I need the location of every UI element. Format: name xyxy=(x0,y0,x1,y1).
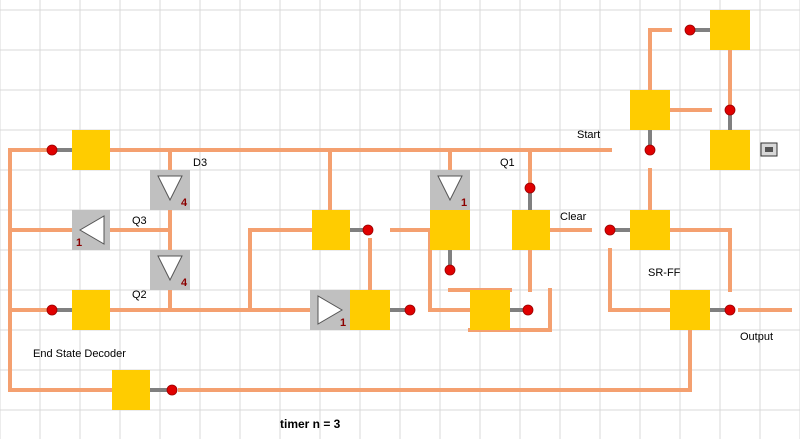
delay-d3[interactable]: 4 xyxy=(150,170,190,210)
output-label: Output xyxy=(740,331,773,343)
d3-label: D3 xyxy=(193,157,207,169)
triangle-left-icon xyxy=(79,215,105,245)
output-port[interactable] xyxy=(404,304,416,316)
diagram-title: timer n = 3 xyxy=(280,417,341,431)
gates xyxy=(72,10,750,410)
triangle-down-icon xyxy=(157,175,183,202)
delay-count: 1 xyxy=(461,197,467,209)
delay-count: 1 xyxy=(340,317,346,329)
delay-q3[interactable]: 1 xyxy=(72,210,110,250)
gate-block[interactable] xyxy=(710,10,750,50)
output-port[interactable] xyxy=(522,304,534,316)
end-state-decoder-block[interactable] xyxy=(112,370,150,410)
end-state-decoder-label: End State Decoder xyxy=(33,348,126,360)
triangle-down-icon xyxy=(437,175,463,202)
input-port[interactable] xyxy=(46,144,58,156)
delay-count: 1 xyxy=(76,237,82,249)
q3-label: Q3 xyxy=(132,215,147,227)
output-port[interactable] xyxy=(644,144,656,156)
gate-block[interactable] xyxy=(430,210,470,250)
triangle-right-icon xyxy=(317,295,343,325)
sr-ff-label: SR-FF xyxy=(648,267,681,279)
triangle-down-icon xyxy=(157,255,183,282)
delay-bottom-mid[interactable]: 1 xyxy=(310,290,350,330)
clear-label: Clear xyxy=(560,211,587,223)
output-port[interactable] xyxy=(166,384,178,396)
output-port[interactable] xyxy=(724,104,736,116)
q2-label: Q2 xyxy=(132,289,147,301)
gate-block[interactable] xyxy=(312,210,350,250)
output-port[interactable] xyxy=(444,264,456,276)
delay-count: 4 xyxy=(181,197,188,209)
output-port[interactable] xyxy=(524,182,536,194)
gate-block[interactable] xyxy=(630,210,670,250)
output-port[interactable] xyxy=(362,224,374,236)
input-port[interactable] xyxy=(684,24,696,36)
gate-block[interactable] xyxy=(470,290,510,330)
gate-block[interactable] xyxy=(350,290,390,330)
delay-elements: 4 1 4 1 1 xyxy=(72,170,470,330)
input-port[interactable] xyxy=(46,304,58,316)
toggle-switch-icon[interactable] xyxy=(760,142,778,157)
q1-label: Q1 xyxy=(500,157,515,169)
start-label: Start xyxy=(577,129,600,141)
delay-q1[interactable]: 1 xyxy=(430,170,470,210)
gate-block[interactable] xyxy=(710,130,750,170)
input-port[interactable] xyxy=(604,224,616,236)
ports xyxy=(46,24,736,396)
delay-q2[interactable]: 4 xyxy=(150,250,190,290)
gate-block[interactable] xyxy=(512,210,550,250)
gate-block[interactable] xyxy=(72,290,110,330)
delay-count: 4 xyxy=(181,277,188,289)
gate-block[interactable] xyxy=(72,130,110,170)
gate-block[interactable] xyxy=(630,90,670,130)
sr-ff-block[interactable] xyxy=(670,290,710,330)
output-port[interactable] xyxy=(724,304,736,316)
labels: Start Clear Q1 Q3 Q2 D3 SR-FF Output End… xyxy=(33,129,773,431)
